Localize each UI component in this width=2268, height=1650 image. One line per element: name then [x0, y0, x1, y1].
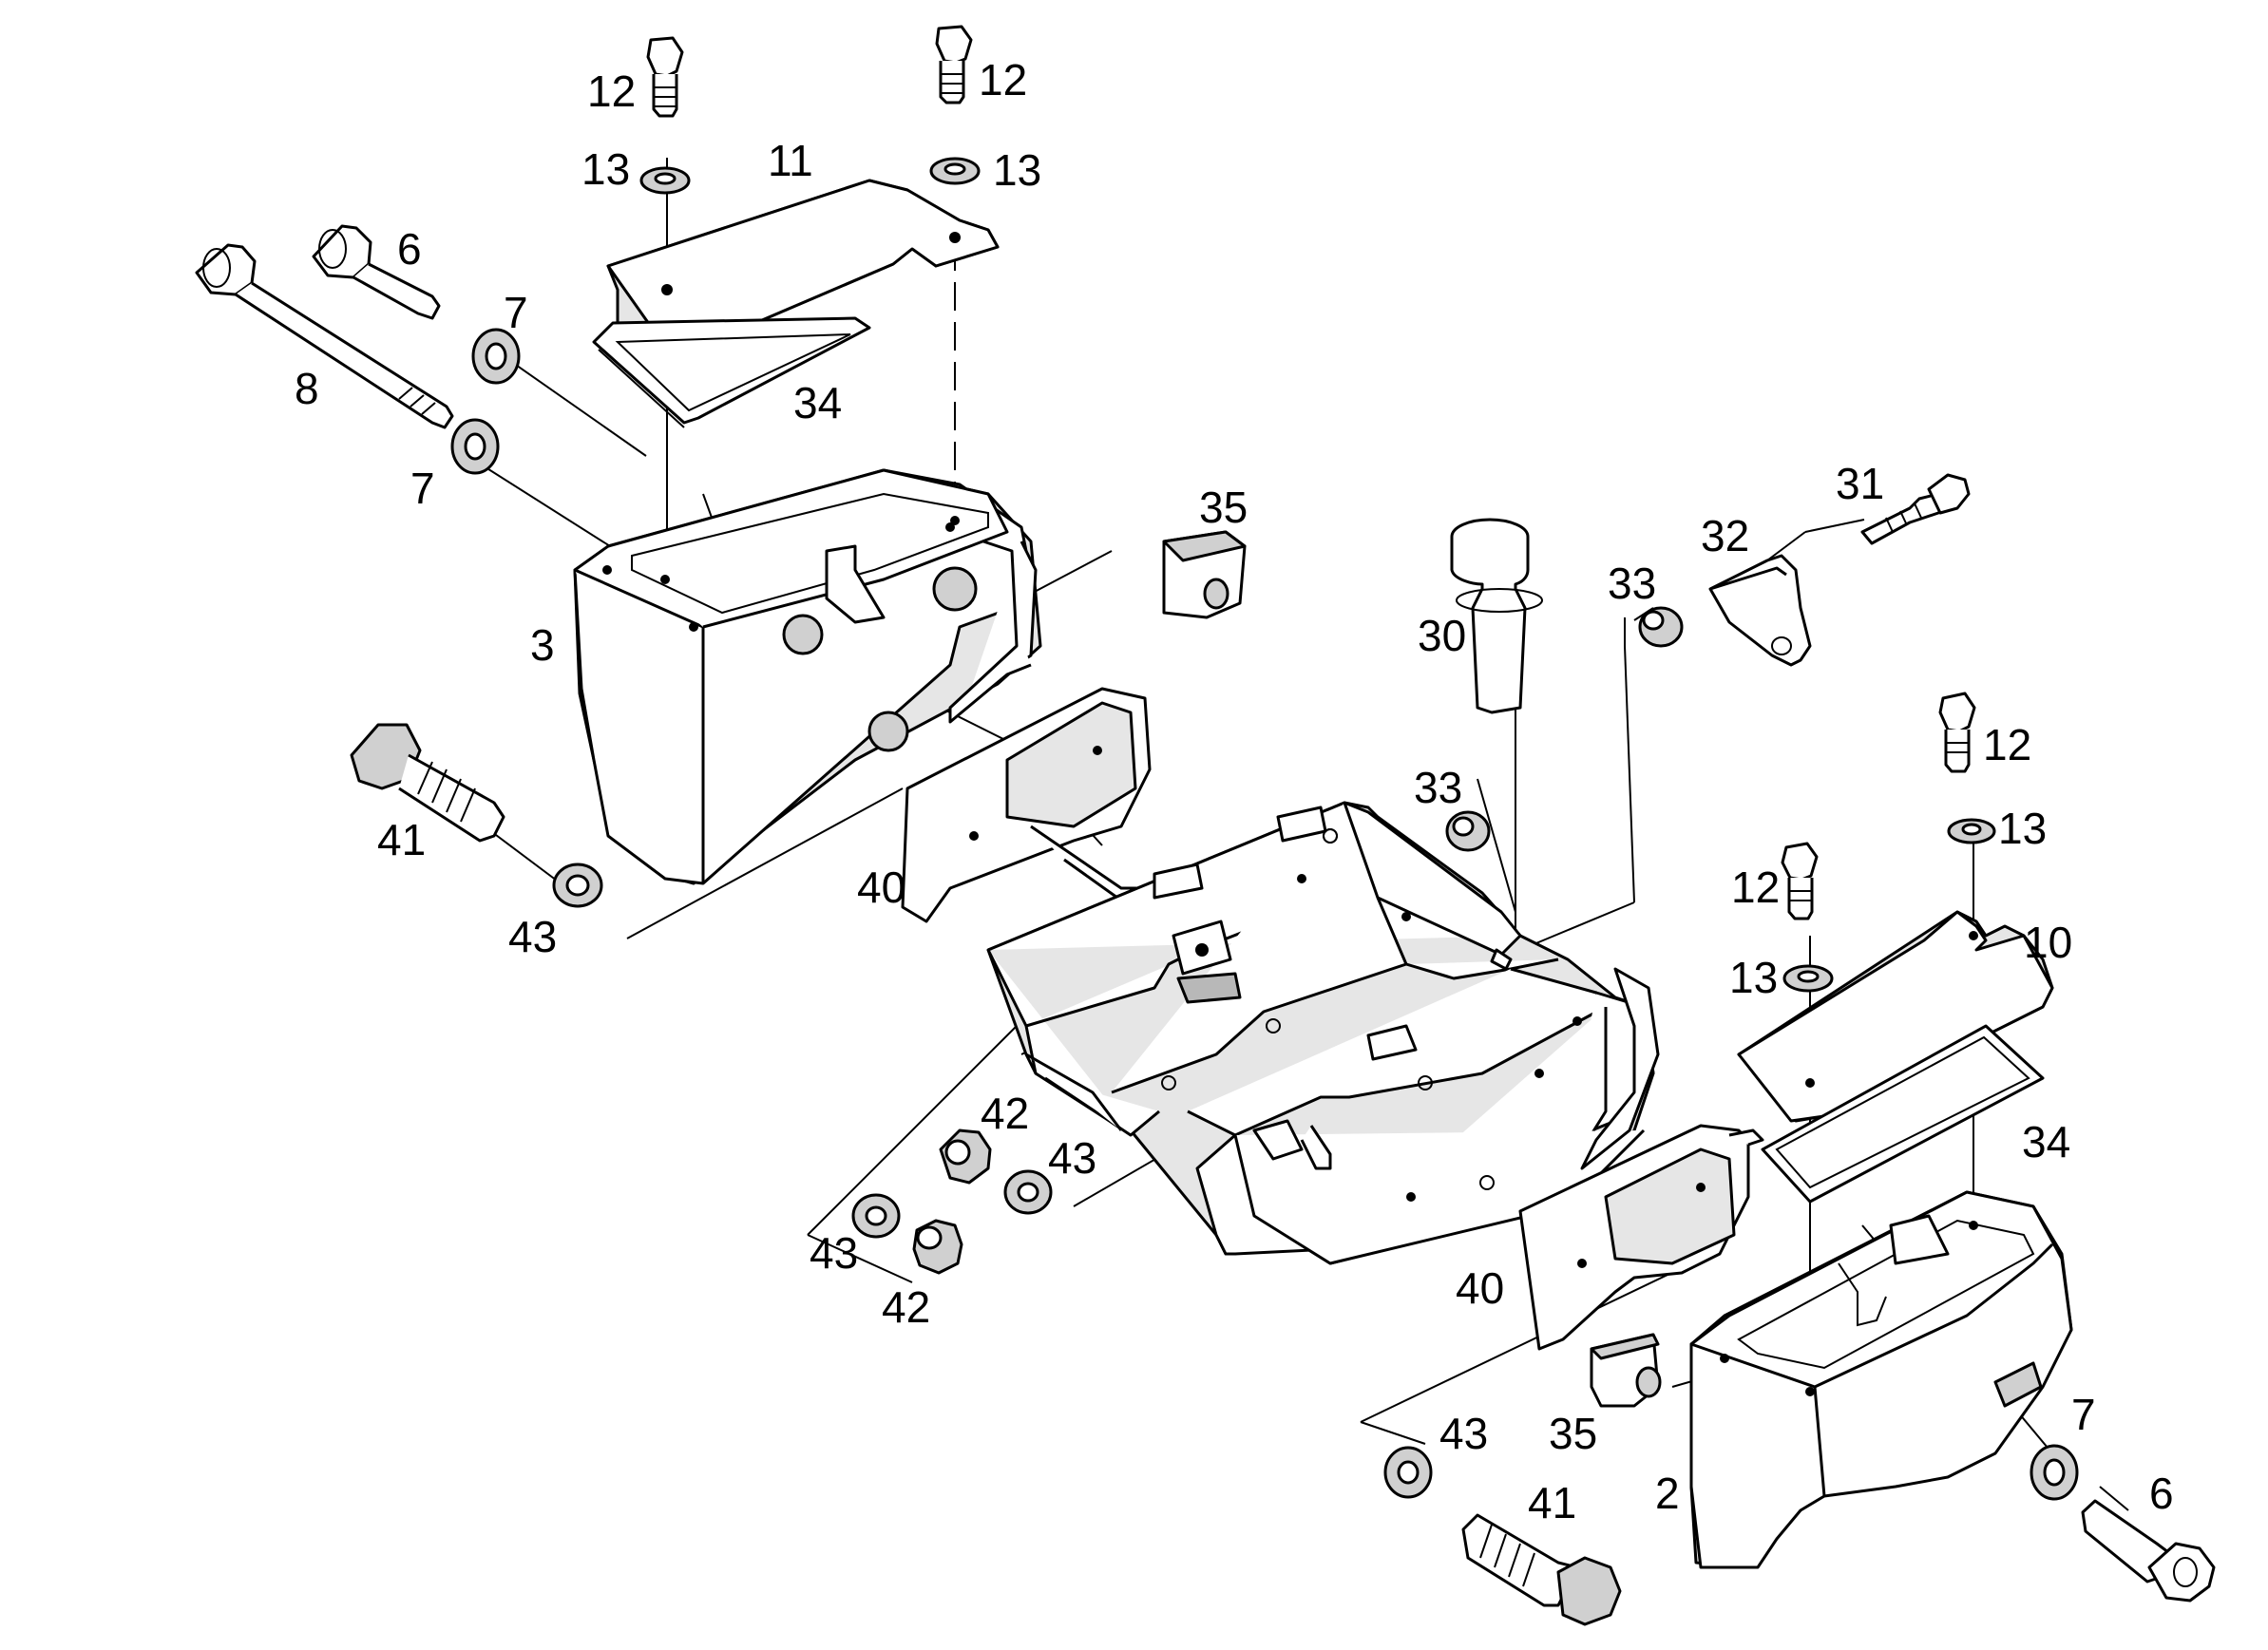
part-8-long-bolt — [195, 243, 454, 429]
part-13-washer-right-upper — [1947, 818, 1996, 844]
part-34-gasket-right — [1761, 1024, 2045, 1204]
part-35-clip-upper — [1162, 530, 1247, 619]
callout-33-center: 33 — [1414, 763, 1462, 812]
callout-8: 8 — [295, 364, 319, 413]
callout-31: 31 — [1836, 459, 1884, 508]
callout-35-lower: 35 — [1549, 1409, 1597, 1458]
callout-3: 3 — [530, 620, 555, 670]
callout-30: 30 — [1418, 611, 1466, 660]
part-12-bolt-top-right — [935, 25, 973, 104]
callout-13-top-left: 13 — [581, 144, 630, 194]
callout-34-right: 34 — [2022, 1117, 2070, 1166]
callout-33-upper: 33 — [1608, 559, 1656, 608]
callout-12-top-right: 12 — [979, 55, 1027, 104]
part-6-bolt-left — [312, 224, 441, 320]
part-41-bolt-left — [350, 723, 505, 843]
part-43-washer-right — [1383, 1446, 1433, 1499]
callout-42-lower: 42 — [882, 1282, 930, 1332]
callout-7-upper-left: 7 — [504, 288, 528, 337]
part-35-clip-lower — [1590, 1333, 1662, 1408]
callout-11: 11 — [768, 136, 813, 185]
part-43-washer-left — [552, 863, 603, 908]
callout-7-lower-left: 7 — [410, 464, 435, 513]
callout-7-right: 7 — [2071, 1390, 2096, 1439]
callout-6-right: 6 — [2149, 1469, 2174, 1518]
part-42-nut-lower — [912, 1219, 963, 1275]
part-32-bracket — [1708, 554, 1812, 667]
part-13-washer-right-lower — [1782, 964, 1834, 993]
part-31-bolt — [1860, 473, 1971, 545]
part-13-washer-top-left — [639, 166, 691, 195]
callout-12-right-upper: 12 — [1983, 720, 2031, 769]
part-33-nut-center — [1445, 810, 1491, 852]
callout-13-top-right: 13 — [993, 145, 1041, 195]
callout-41-right: 41 — [1528, 1478, 1576, 1527]
center-frame — [986, 801, 1660, 1265]
callout-35-upper: 35 — [1199, 483, 1248, 532]
callout-41-left: 41 — [377, 815, 426, 864]
callout-40-right: 40 — [1456, 1263, 1504, 1313]
part-40-bracket-right — [1518, 1124, 1764, 1351]
part-12-bolt-top-left — [646, 36, 684, 118]
callout-40-left: 40 — [857, 863, 905, 912]
part-41-bolt-right — [1461, 1513, 1622, 1626]
part-7-washer-upper-left — [471, 328, 521, 385]
part-13-washer-top-right — [929, 157, 981, 185]
part-11-top-plate — [606, 179, 1000, 349]
callout-32: 32 — [1701, 511, 1749, 560]
callout-labels: 12 13 11 12 13 6 7 8 34 7 35 3 31 32 33 … — [295, 55, 2174, 1527]
callout-6-left: 6 — [397, 224, 422, 274]
part-34-gasket-left — [592, 316, 871, 428]
callout-34-left: 34 — [793, 378, 842, 427]
part-6-bolt-right — [2081, 1499, 2216, 1603]
part-42-nut-upper — [939, 1128, 992, 1185]
callout-43-right: 43 — [1439, 1409, 1488, 1458]
part-30-pin — [1450, 518, 1543, 714]
callout-13-right-lower: 13 — [1729, 953, 1778, 1002]
callout-42-upper: 42 — [981, 1089, 1029, 1138]
part-12-bolt-right-lower — [1781, 842, 1819, 920]
part-7-washer-lower-left — [450, 418, 500, 475]
part-33-nut-upper — [1638, 606, 1684, 648]
callout-43-left: 43 — [508, 912, 557, 961]
callout-43-center: 43 — [1048, 1133, 1096, 1183]
callout-2: 2 — [1655, 1469, 1680, 1518]
callout-12-right-lower: 12 — [1731, 863, 1780, 912]
part-3-housing-left — [573, 468, 1042, 885]
part-43-washer-center — [1003, 1169, 1053, 1215]
callout-13-right-upper: 13 — [1998, 804, 2047, 853]
part-7-washer-right — [2030, 1444, 2079, 1501]
part-12-bolt-right-upper — [1938, 692, 1976, 773]
callout-43-lower: 43 — [810, 1228, 858, 1278]
part-2-housing-right — [1689, 1190, 2073, 1569]
callout-12-top-left: 12 — [587, 66, 636, 116]
part-43-washer-lower — [851, 1193, 901, 1239]
callout-10: 10 — [2024, 918, 2072, 967]
part-40-bracket-left — [901, 687, 1152, 923]
